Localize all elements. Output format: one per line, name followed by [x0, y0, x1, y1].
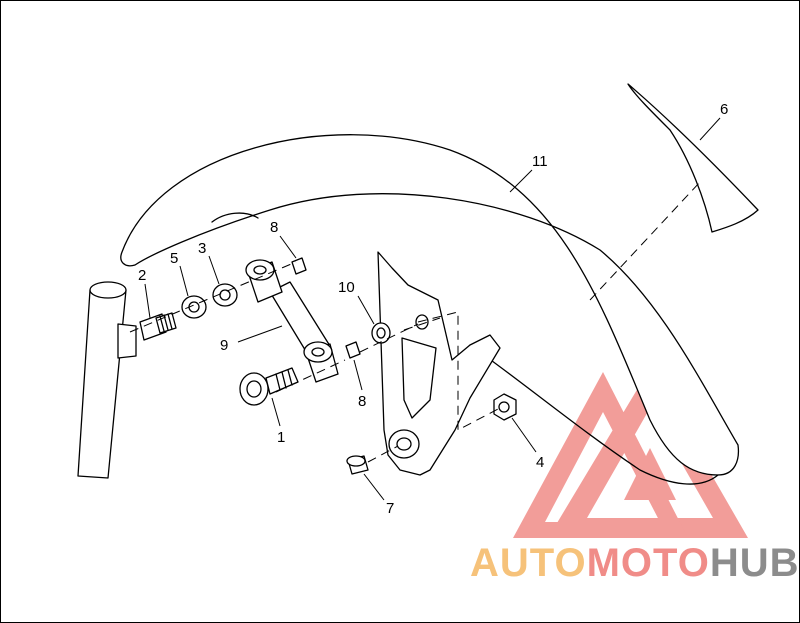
fork-tube-top: [89, 281, 127, 299]
watermark-text-hub: HUB: [710, 541, 800, 585]
fender-outline: [120, 134, 740, 476]
clip-part-8a: [291, 257, 307, 275]
watermark-text: AUTOMOTOHUB: [470, 541, 800, 585]
callout-4: 4: [536, 454, 544, 471]
callout-11: 11: [532, 153, 548, 170]
trim-part-6: [627, 83, 759, 233]
bracket-plate: [377, 251, 501, 476]
callout-1: 1: [277, 429, 285, 446]
callout-9: 9: [220, 337, 228, 354]
spacer-part-10: [371, 322, 391, 344]
watermark-text-auto: AUTO: [470, 541, 587, 585]
bracket-slot: [401, 337, 437, 419]
callout-labels: 1 2 3 4 5 6 7 8 8 9 10 11: [138, 101, 728, 517]
fender-inner-curve: [211, 212, 259, 223]
bracket-hole-inner: [396, 437, 412, 451]
link-part-9: [245, 259, 339, 383]
callout-2: 2: [138, 267, 146, 284]
callout-10: 10: [338, 279, 355, 296]
fender-part-11: [120, 134, 740, 485]
clip-part-8b: [345, 341, 361, 359]
bracket-hole: [388, 429, 420, 459]
bolt-part-1: [239, 367, 299, 406]
nut-part-4: [493, 393, 517, 421]
callout-6: 6: [720, 101, 728, 118]
axle-stud-part-2: [139, 312, 177, 341]
watermark-triangle-left: [513, 372, 688, 538]
fender-rib: [469, 344, 719, 485]
bushing-part-7: [346, 455, 369, 475]
alignment-lines: [129, 181, 701, 463]
fork-tube-body: [77, 289, 127, 479]
callout-5: 5: [170, 250, 178, 267]
callout-3: 3: [198, 240, 206, 257]
watermark-triangle-outer: [548, 368, 748, 538]
callout-8b: 8: [358, 393, 366, 410]
fork-tube: [77, 281, 137, 479]
watermark-text-moto: MOTO: [587, 541, 710, 585]
fork-tube-boss: [117, 323, 137, 359]
bracket-outline: [377, 251, 501, 476]
washer-part-5: [181, 295, 207, 319]
callout-8a: 8: [270, 219, 278, 236]
leader-lines: [144, 117, 721, 501]
bracket-upper-hole: [415, 314, 429, 330]
callout-7: 7: [386, 500, 394, 517]
